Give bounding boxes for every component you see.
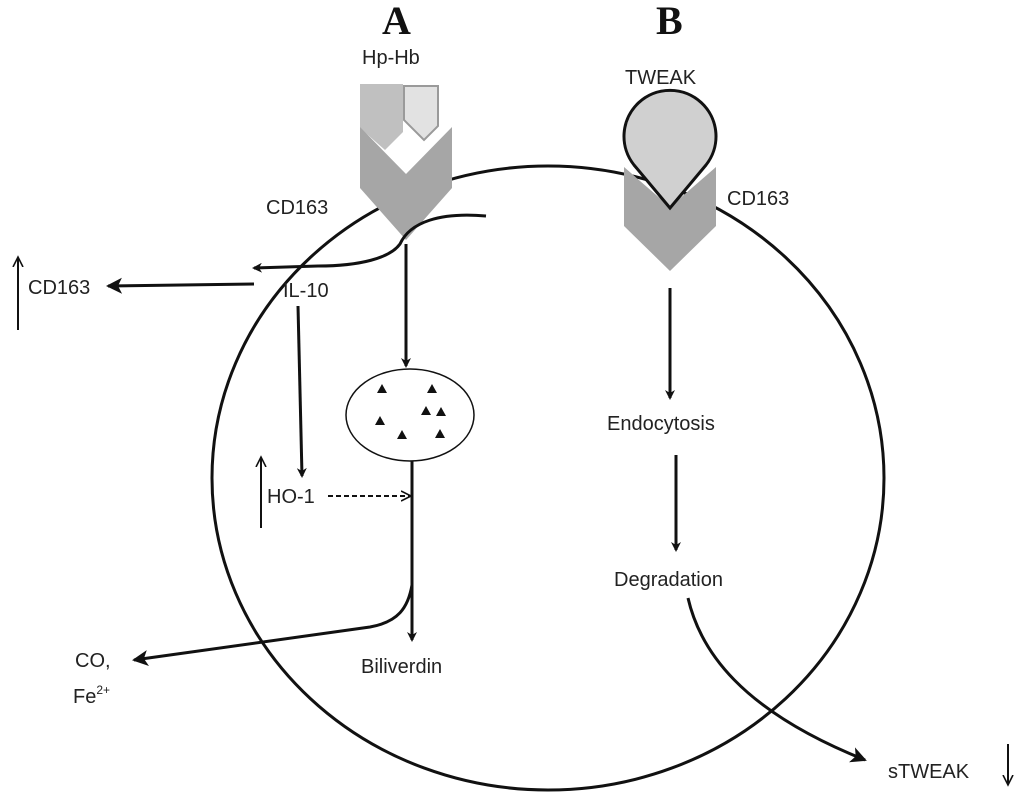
cd163-receptor-a (360, 127, 452, 240)
co-label: CO, (75, 650, 111, 672)
fe-label: Fe2+ (73, 683, 110, 708)
hp-hb-cd163-complex (360, 84, 452, 240)
il10-to-cd163-arrow (106, 277, 255, 294)
cd163-receptor-b (624, 167, 716, 271)
tweak-cd163-complex (622, 88, 718, 271)
to-stweak-arrow (686, 597, 867, 763)
binding-diamond (386, 132, 426, 172)
panel-label-b: B (656, 0, 683, 43)
cd163-label-a: CD163 (266, 197, 328, 219)
il10-to-ho1-arrow (296, 305, 307, 478)
il10-label: IL-10 (283, 280, 329, 302)
biliverdin-label: Biliverdin (361, 656, 442, 678)
hp-hb-label: Hp-Hb (362, 47, 420, 69)
stweak-label: sTWEAK (888, 761, 970, 783)
heme-to-co-fe-arrow (132, 584, 414, 666)
heme-particles (375, 384, 446, 439)
tweak-ligand-shape (622, 88, 718, 211)
endocytosis-label: Endocytosis (607, 413, 715, 435)
tweak-label: TWEAK (625, 67, 697, 89)
cell-membrane (210, 164, 886, 792)
fe-charge-label: 2+ (96, 683, 110, 697)
haptoglobin-shape (360, 84, 403, 150)
signal-to-il10-arrow (252, 213, 487, 273)
ho1-label: HO-1 (267, 486, 315, 508)
endocytic-vesicle (345, 368, 475, 462)
degradation-label: Degradation (614, 569, 723, 591)
cd163-label-b: CD163 (727, 188, 789, 210)
hemoglobin-shape (403, 85, 439, 142)
panel-label-a: A (382, 0, 411, 43)
cd163-upregulated-label: CD163 (28, 277, 90, 299)
